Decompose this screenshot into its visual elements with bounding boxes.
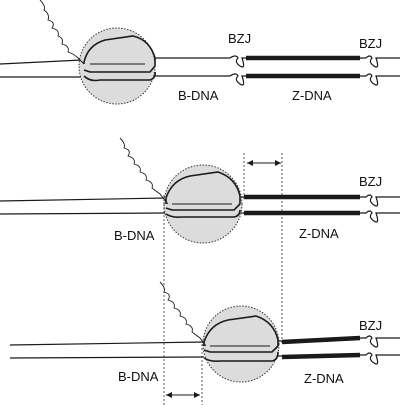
arrowhead-right (275, 160, 281, 166)
bzj-label: BZJ (359, 318, 382, 333)
dna-top-strand (0, 55, 400, 68)
panel-2: BZJ B-DNA Z-DNA (0, 137, 400, 345)
rna-transcript-icon (159, 281, 207, 347)
arrowhead-left (166, 392, 172, 398)
panel-1: BZJ BZJ B-DNA Z-DNA (0, 0, 400, 105)
bzj-left-label: BZJ (228, 31, 251, 46)
panel-3: BZJ B-DNA Z-DNA (9, 195, 400, 405)
rna-polymerase-icon (78, 27, 156, 105)
zdna-label: Z-DNA (304, 371, 344, 386)
bdna-label: B-DNA (118, 369, 159, 384)
zdna-top-segment (281, 335, 361, 345)
arrowhead-right (194, 392, 200, 398)
rna-polymerase-icon (202, 305, 280, 383)
zdna-label: Z-DNA (292, 88, 332, 103)
zdna-bottom-segment (281, 352, 361, 360)
rna-transcript-icon (39, 0, 85, 65)
bdna-label: B-DNA (178, 88, 219, 103)
arrowhead-left (247, 160, 253, 166)
zdna-label: Z-DNA (299, 226, 339, 241)
rna-transcript-icon (119, 137, 169, 205)
transcription-bubble (83, 35, 156, 82)
dna-bottom-strand (0, 73, 400, 86)
dna-bottom-strand (9, 352, 400, 365)
bdna-label: B-DNA (114, 228, 155, 243)
bzj-label: BZJ (359, 174, 382, 189)
bzj-right-label: BZJ (359, 36, 382, 51)
